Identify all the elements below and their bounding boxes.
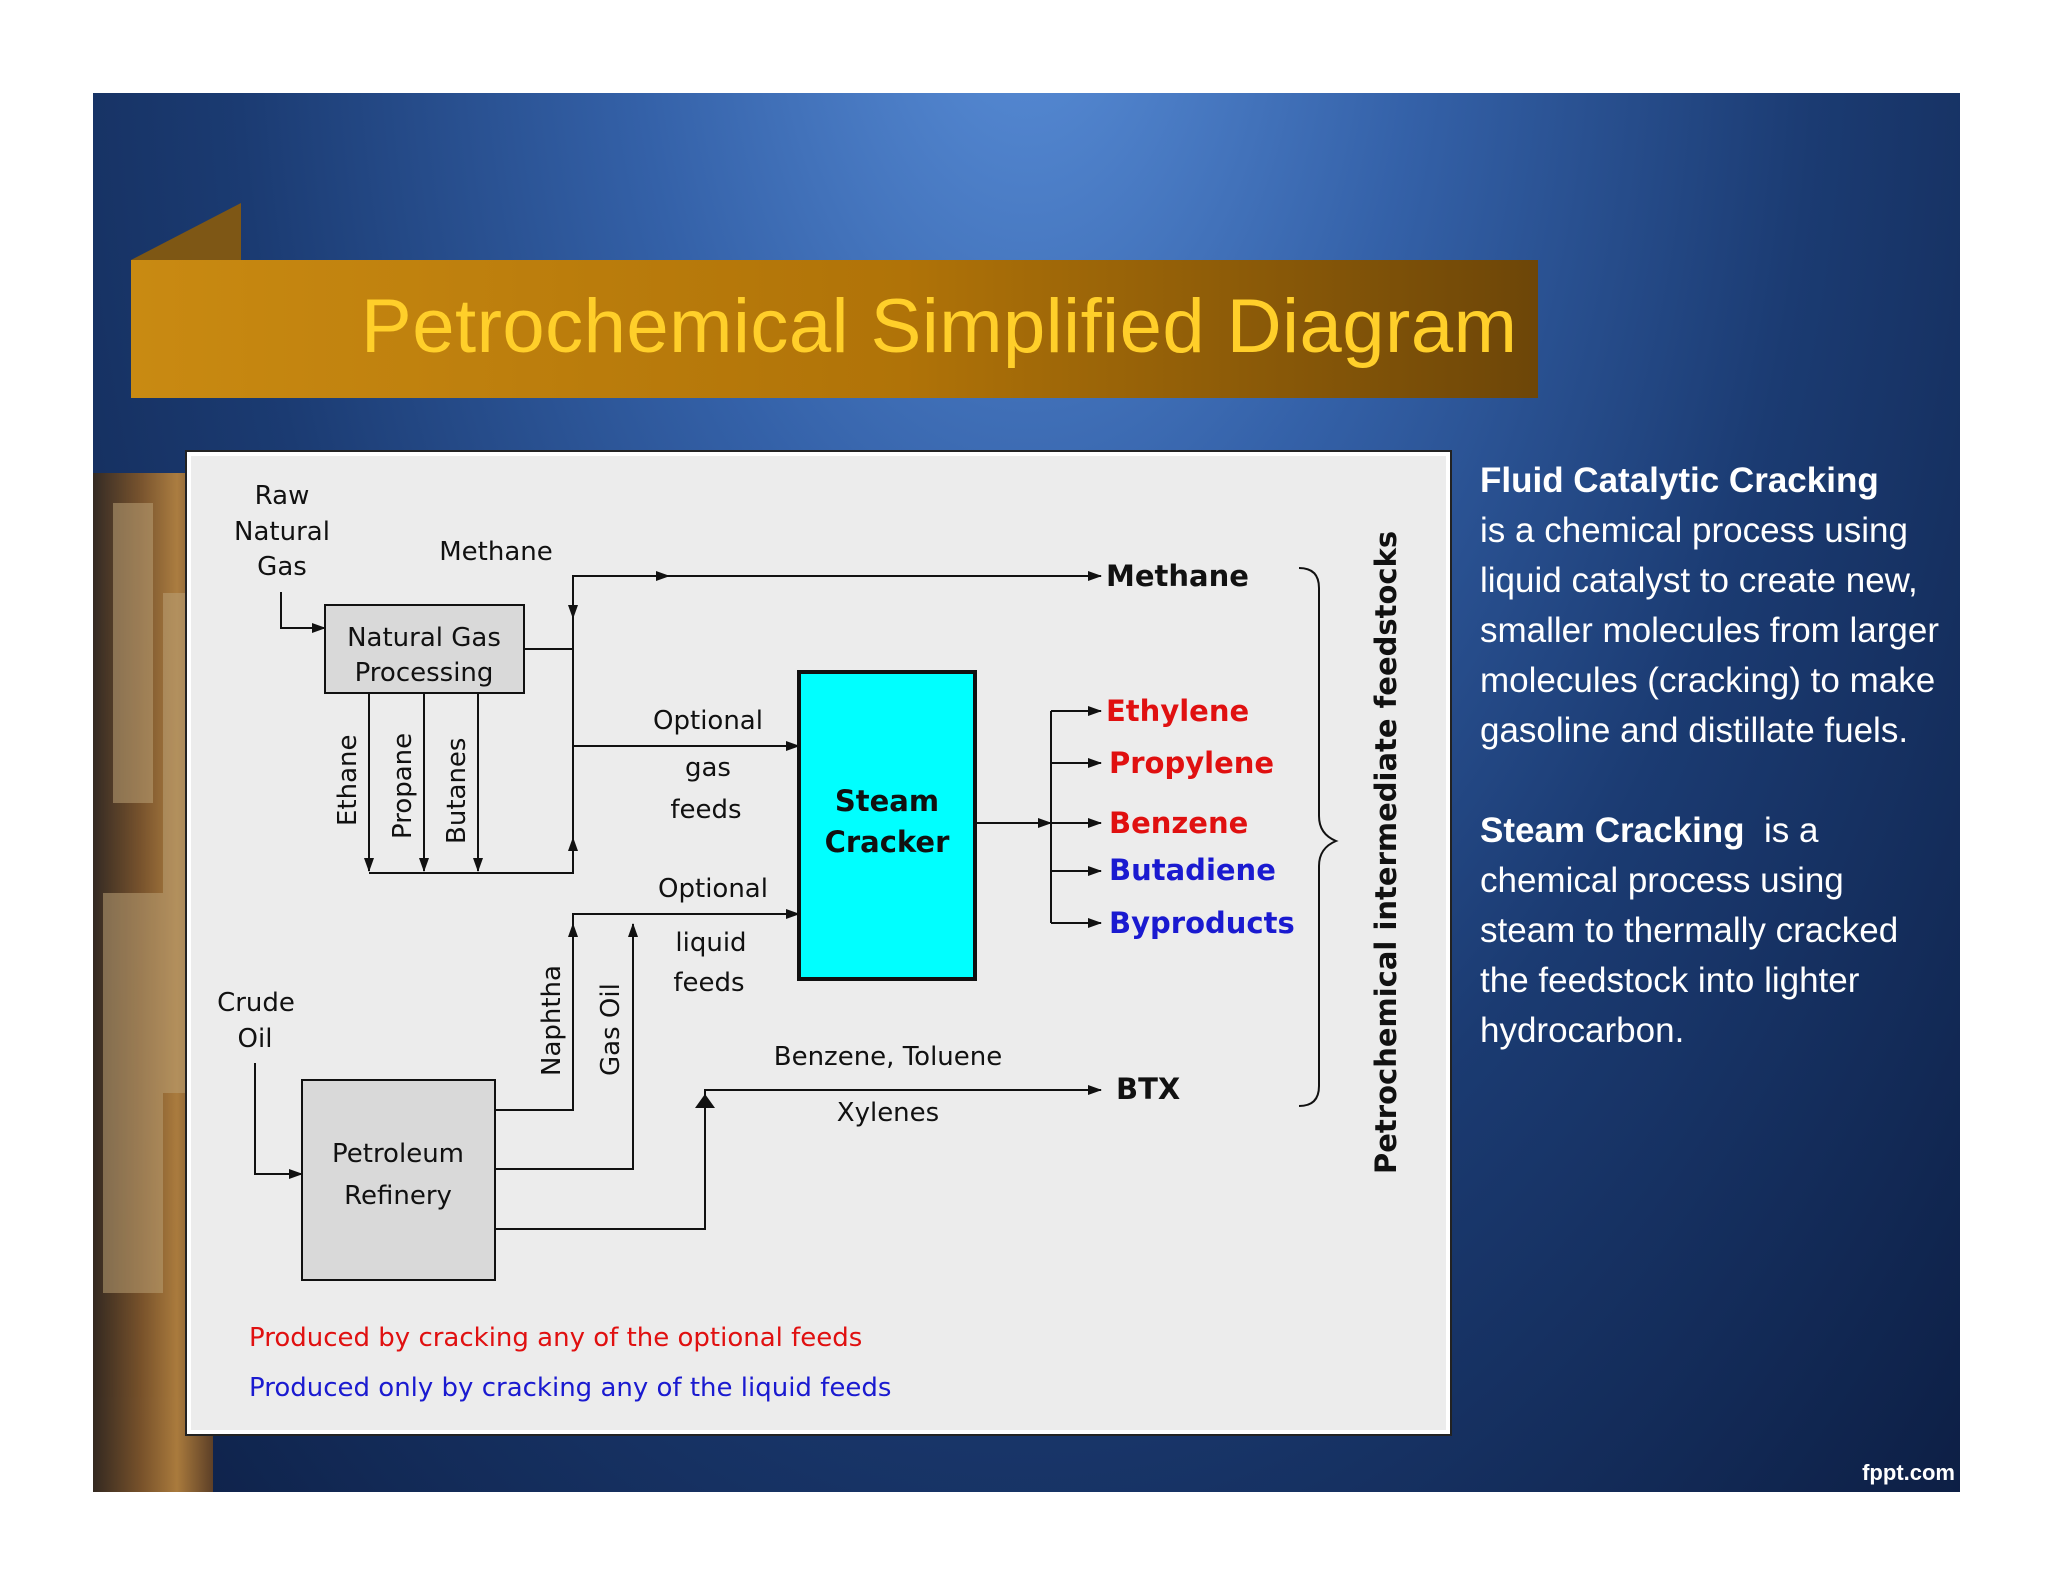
output-methane: Methane: [1106, 559, 1249, 593]
btx-label-2: Xylenes: [837, 1098, 939, 1128]
refinery-label-2: Refinery: [344, 1181, 452, 1211]
fcc-paragraph: Fluid Catalytic Cracking is a chemical pr…: [1480, 456, 1940, 756]
title-band: [131, 260, 1538, 398]
output-propylene: Propylene: [1109, 746, 1274, 780]
optional-gas-label-3: feeds: [670, 795, 741, 825]
optional-liquid-feed-line: [572, 909, 800, 924]
methane-flow-label: Methane: [439, 537, 553, 567]
raw-gas-label-3: Gas: [257, 552, 307, 582]
optional-liquid-label-3: feeds: [673, 968, 744, 998]
raw-gas-label-2: Natural: [234, 517, 330, 547]
output-benzene: Benzene: [1109, 806, 1248, 840]
slide: Petrochemical Simplified Diagram Raw Nat…: [93, 93, 1960, 1492]
btx-label-1: Benzene, Toluene: [774, 1042, 1003, 1072]
crude-oil-line: [254, 1063, 303, 1179]
crude-oil-label-2: Oil: [238, 1024, 273, 1054]
diagram-panel: Raw Natural Gas Natural Gas Processing M…: [187, 452, 1450, 1434]
methane-line: [524, 571, 1102, 650]
raw-gas-line: [280, 592, 326, 633]
optional-gas-label-2: gas: [685, 753, 731, 783]
legend-blue: Produced only by cracking any of the liq…: [249, 1373, 891, 1403]
steam-body: is a chemical process using steam to the…: [1480, 811, 1899, 1050]
legend-red: Produced by cracking any of the optional…: [249, 1323, 862, 1353]
page-title: Petrochemical Simplified Diagram: [361, 284, 1518, 369]
footer-brand: fppt.com: [1862, 1460, 1955, 1485]
refinery-label-1: Petroleum: [332, 1139, 464, 1169]
side-label-feedstocks: Petrochemical intermediate feedstocks: [1369, 531, 1403, 1174]
optional-liquid-label-2: liquid: [675, 928, 746, 958]
feedstock-brace: [1298, 567, 1339, 1107]
process-flow-diagram: Raw Natural Gas Natural Gas Processing M…: [217, 481, 1403, 1403]
ethane-label: Ethane: [333, 734, 363, 826]
fcc-heading: Fluid Catalytic Cracking: [1480, 461, 1879, 500]
steam-paragraph: Steam Cracking is a chemical process usi…: [1480, 806, 1940, 1056]
optional-liquid-label-1: Optional: [658, 874, 768, 904]
gas-oil-line: [495, 923, 638, 1170]
steam-cracker-label-1: Steam: [835, 784, 939, 818]
ngp-label-2: Processing: [355, 658, 494, 688]
steam-cracker-label-2: Cracker: [825, 825, 951, 859]
butanes-label: Butanes: [442, 738, 472, 844]
output-butadiene: Butadiene: [1109, 853, 1276, 887]
output-btx: BTX: [1116, 1072, 1180, 1106]
propane-label: Propane: [388, 733, 418, 839]
naphtha-label: Naphtha: [537, 965, 567, 1076]
optional-gas-label-1: Optional: [653, 706, 763, 736]
natural-gas-processing-box: [324, 604, 525, 694]
steam-heading: Steam Cracking: [1480, 811, 1745, 850]
output-ethylene: Ethylene: [1106, 694, 1249, 728]
petroleum-refinery-box: [301, 1079, 496, 1281]
title-band-fold: [131, 203, 241, 260]
output-byproducts: Byproducts: [1109, 906, 1295, 940]
ngp-label-1: Natural Gas: [347, 623, 501, 653]
raw-gas-label-1: Raw: [255, 481, 310, 511]
side-description: Fluid Catalytic Cracking is a chemical pr…: [1480, 456, 1940, 1056]
naphtha-line: [495, 923, 578, 1111]
steam-cracker-box: [797, 670, 977, 981]
btx-line: [495, 1085, 1102, 1230]
gas-oil-label: Gas Oil: [596, 983, 626, 1076]
fcc-body: is a chemical process using liquid catal…: [1480, 511, 1940, 750]
crude-oil-label-1: Crude: [217, 988, 295, 1018]
